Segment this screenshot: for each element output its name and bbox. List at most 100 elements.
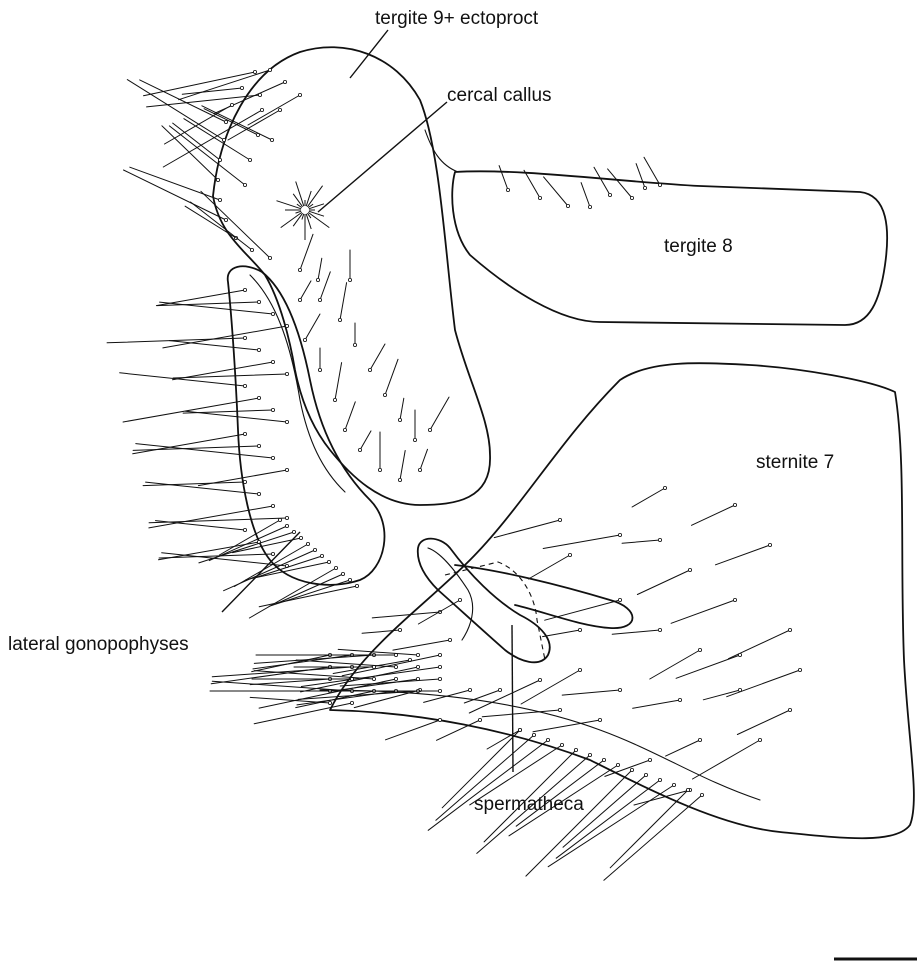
- seta: [173, 374, 287, 378]
- seta-socket: [240, 86, 243, 89]
- seta-socket: [588, 753, 591, 756]
- seta: [219, 520, 280, 555]
- seta: [400, 398, 404, 420]
- seta: [296, 660, 396, 667]
- seta-socket: [303, 338, 306, 341]
- seta-socket: [588, 205, 591, 208]
- seta-socket: [758, 738, 761, 741]
- seta: [544, 177, 568, 206]
- seta-socket: [618, 598, 621, 601]
- seta-socket: [644, 773, 647, 776]
- seta: [254, 655, 374, 663]
- seta-socket: [358, 448, 361, 451]
- seta-socket: [438, 689, 441, 692]
- seta-socket: [418, 468, 421, 471]
- seta-socket: [394, 677, 397, 680]
- seta-socket: [538, 196, 541, 199]
- seta-socket: [298, 298, 301, 301]
- seta: [671, 600, 735, 623]
- seta: [169, 126, 245, 185]
- seta-socket: [260, 108, 263, 111]
- seta-socket: [222, 138, 225, 141]
- seta: [362, 630, 400, 633]
- seta-socket: [243, 528, 246, 531]
- leader-spermatheca: [512, 625, 513, 772]
- callus-seta: [281, 212, 302, 227]
- seta-socket: [257, 300, 260, 303]
- seta: [692, 505, 736, 525]
- seta: [162, 126, 218, 180]
- seta-socket: [788, 628, 791, 631]
- seta-socket: [338, 318, 341, 321]
- seta: [318, 258, 322, 280]
- seta-socket: [566, 204, 569, 207]
- seta-socket: [700, 793, 703, 796]
- label-spermatheca: spermatheca: [474, 794, 584, 815]
- seta-socket: [306, 542, 309, 545]
- label-tergite-8: tergite 8: [664, 236, 733, 257]
- seta-socket: [285, 324, 288, 327]
- seta: [149, 506, 273, 528]
- seta-socket: [334, 566, 337, 569]
- seta: [737, 710, 790, 735]
- seta: [400, 451, 405, 481]
- seta-socket: [318, 368, 321, 371]
- seta-socket: [398, 418, 401, 421]
- seta-socket: [478, 718, 481, 721]
- seta-socket: [278, 518, 281, 521]
- seta-socket: [368, 368, 371, 371]
- seta: [370, 344, 385, 370]
- seta-socket: [688, 568, 691, 571]
- seta: [185, 206, 236, 238]
- seta-socket: [468, 688, 471, 691]
- seta-socket: [271, 456, 274, 459]
- seta-socket: [248, 158, 251, 161]
- seta-socket: [558, 518, 561, 521]
- seta: [386, 720, 441, 740]
- seta: [173, 123, 220, 160]
- seta: [204, 109, 258, 135]
- callus-seta: [302, 214, 304, 220]
- seta-socket: [458, 598, 461, 601]
- seta: [335, 363, 342, 400]
- seta-socket: [618, 533, 621, 536]
- seta: [524, 170, 540, 198]
- seta-socket: [378, 468, 381, 471]
- seta-socket: [271, 360, 274, 363]
- seta-socket: [413, 438, 416, 441]
- seta-socket: [271, 552, 274, 555]
- seta-socket: [788, 708, 791, 711]
- seta-socket: [353, 343, 356, 346]
- seta-socket: [398, 628, 401, 631]
- spermatheca-outline: [418, 539, 550, 663]
- seta-socket: [224, 120, 227, 123]
- spermatheca-duct-dashed: [445, 562, 545, 660]
- seta-socket: [698, 738, 701, 741]
- callus-seta: [306, 191, 311, 206]
- seta-socket: [298, 93, 301, 96]
- seta: [430, 397, 449, 430]
- seta: [170, 341, 260, 350]
- seta-socket: [320, 554, 323, 557]
- seta: [636, 164, 645, 188]
- seta-socket: [258, 93, 261, 96]
- seta: [420, 449, 428, 470]
- seta: [163, 326, 287, 348]
- seta: [338, 649, 418, 655]
- seta-socket: [299, 536, 302, 539]
- seta-socket: [568, 553, 571, 556]
- seta-socket: [341, 572, 344, 575]
- seta-socket: [283, 80, 286, 83]
- seta: [360, 431, 371, 450]
- seta-socket: [658, 538, 661, 541]
- seta-socket: [428, 428, 431, 431]
- seta-socket: [448, 638, 451, 641]
- seta-socket: [416, 665, 419, 668]
- seta-socket: [438, 665, 441, 668]
- callus-seta: [309, 211, 324, 216]
- seta-socket: [243, 432, 246, 435]
- seta: [562, 690, 620, 695]
- gonopophyses-inner-line: [250, 275, 345, 492]
- seta-socket: [630, 768, 633, 771]
- seta-socket: [558, 708, 561, 711]
